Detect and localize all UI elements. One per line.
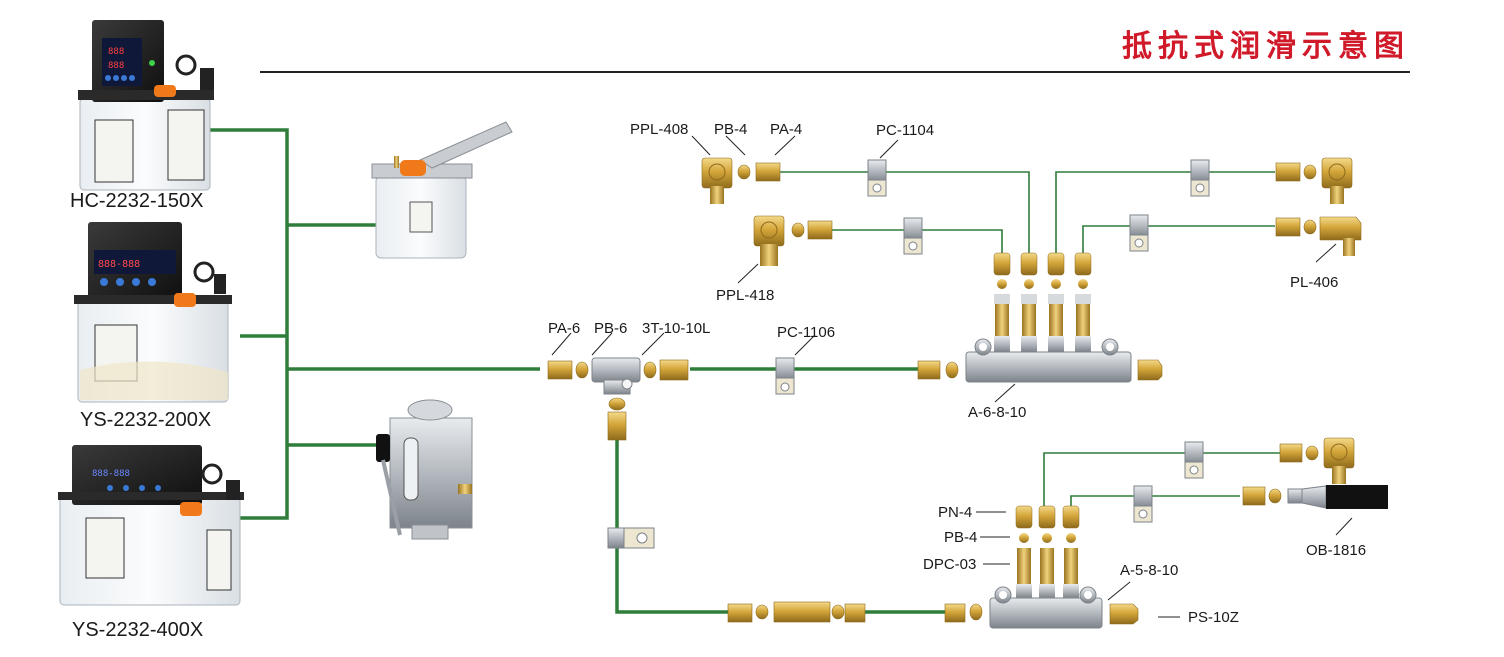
pipe-clamp-icon bbox=[1133, 485, 1153, 523]
label-pc-1106: PC-1106 bbox=[777, 324, 835, 341]
diagram-title: 抵抗式润滑示意图 bbox=[1122, 29, 1410, 64]
label-pn-4: PN-4 bbox=[938, 504, 972, 521]
label-a-6-8-10: A-6-8-10 bbox=[968, 404, 1026, 421]
electric-pump-icon: 888-888 bbox=[74, 222, 232, 403]
outlet-stack bbox=[1038, 505, 1056, 598]
pa-4-nut-icon bbox=[1242, 486, 1266, 506]
label-3t-10-10l: 3T-10-10L bbox=[642, 320, 710, 337]
electric-pump-icon: 888 888 bbox=[78, 20, 214, 191]
pipe-clamp-icon bbox=[1190, 159, 1210, 197]
electric-pump-icon: 888-888 bbox=[58, 445, 244, 606]
pb-4-sleeve-icon bbox=[1303, 164, 1317, 180]
label-pb-6: PB-6 bbox=[594, 320, 627, 337]
pb-4-sleeve-icon bbox=[737, 164, 751, 180]
lever-pump-icon bbox=[371, 121, 513, 259]
callout-line bbox=[737, 263, 759, 284]
svg-text:888: 888 bbox=[108, 61, 124, 71]
callout-lines-tee bbox=[551, 332, 816, 356]
callout-line bbox=[994, 383, 1016, 403]
distributor-a-6-8-10 bbox=[917, 252, 1163, 383]
pump-label: YS-2232-200X bbox=[80, 409, 211, 431]
outlet-stack bbox=[993, 252, 1011, 352]
label-pl-406: PL-406 bbox=[1290, 274, 1338, 291]
pa-4-nut-icon bbox=[1279, 443, 1303, 463]
manual-hand-pump[interactable] bbox=[376, 399, 473, 540]
pa-4-nut-icon bbox=[1275, 217, 1301, 237]
callout-lines-top bbox=[691, 135, 899, 159]
ppl-418-elbow-icon bbox=[753, 215, 785, 266]
label-pc-1104: PC-1104 bbox=[876, 122, 934, 139]
label-a-5-8-10: A-5-8-10 bbox=[1120, 562, 1178, 579]
label-pa-6: PA-6 bbox=[548, 320, 580, 337]
distributor-a-5-8-10 bbox=[944, 505, 1139, 629]
label-dpc-03: DPC-03 bbox=[923, 556, 976, 573]
outlet-stack bbox=[1020, 252, 1038, 352]
tee-assembly bbox=[547, 357, 689, 441]
pipe-clamp-icon bbox=[903, 217, 923, 255]
straight-coupler-icon bbox=[727, 601, 866, 623]
label-ppl-418: PPL-418 bbox=[716, 287, 774, 304]
pipe-clamp-icon bbox=[1129, 214, 1149, 252]
pump-label: YS-2232-400X bbox=[72, 619, 203, 641]
label-ob-1816: OB-1816 bbox=[1306, 542, 1366, 559]
pump-ys-2232-400x[interactable]: 888-888 YS-2232-400X bbox=[58, 445, 244, 641]
tee-3t-10-10l-icon bbox=[591, 357, 641, 395]
pa-4-nut-icon bbox=[755, 162, 781, 182]
svg-text:888: 888 bbox=[108, 47, 124, 57]
elbow-fitting-icon bbox=[1321, 157, 1353, 204]
pump-hc-2232-150x[interactable]: 888 888 HC-2232-150X bbox=[70, 20, 214, 212]
svg-text:888-888: 888-888 bbox=[92, 469, 130, 479]
elbow-fitting-icon bbox=[1323, 437, 1355, 484]
pb-6-sleeve-icon bbox=[575, 361, 589, 379]
pb-4-sleeve-icon bbox=[1305, 445, 1319, 461]
label-ppl-408: PPL-408 bbox=[630, 121, 688, 138]
pa-4-nut-icon bbox=[1275, 162, 1301, 182]
pipe-clamp-icon bbox=[867, 159, 887, 197]
pa-6-nut-icon bbox=[547, 360, 573, 380]
outlet-stack bbox=[1015, 505, 1033, 598]
label-pa-4: PA-4 bbox=[770, 121, 802, 138]
pl-406-elbow-icon bbox=[1319, 216, 1362, 256]
manual-lever-pump[interactable] bbox=[371, 121, 513, 259]
svg-text:888-888: 888-888 bbox=[98, 259, 140, 270]
ob-1816-oil-brush-icon bbox=[1287, 485, 1388, 509]
outlet-stack bbox=[1074, 252, 1092, 352]
callout-line bbox=[1315, 243, 1337, 263]
pump-ys-2232-200x[interactable]: 888-888 YS-2232-200X bbox=[74, 222, 232, 431]
pa-4-nut-icon bbox=[807, 220, 833, 240]
pipe-clamp-icon bbox=[1184, 441, 1204, 479]
pump-label: HC-2232-150X bbox=[70, 190, 203, 212]
pb-4-sleeve-icon bbox=[791, 222, 805, 238]
pb-4-sleeve-icon bbox=[1303, 219, 1317, 235]
pipe-clamp-icon bbox=[775, 357, 795, 395]
outlet-stack bbox=[1047, 252, 1065, 352]
outlet-stack bbox=[1062, 505, 1080, 598]
hand-pump-icon bbox=[376, 399, 473, 540]
callout-lines-bottom bbox=[976, 511, 1353, 618]
pipe-clamp-icon bbox=[607, 527, 655, 549]
label-ps-10z: PS-10Z bbox=[1188, 609, 1239, 626]
ppl-408-elbow-icon bbox=[701, 157, 733, 204]
label-pb-4-bottom: PB-4 bbox=[944, 529, 977, 546]
pb-4-sleeve-icon bbox=[1268, 488, 1282, 504]
label-pb-4-top: PB-4 bbox=[714, 121, 747, 138]
